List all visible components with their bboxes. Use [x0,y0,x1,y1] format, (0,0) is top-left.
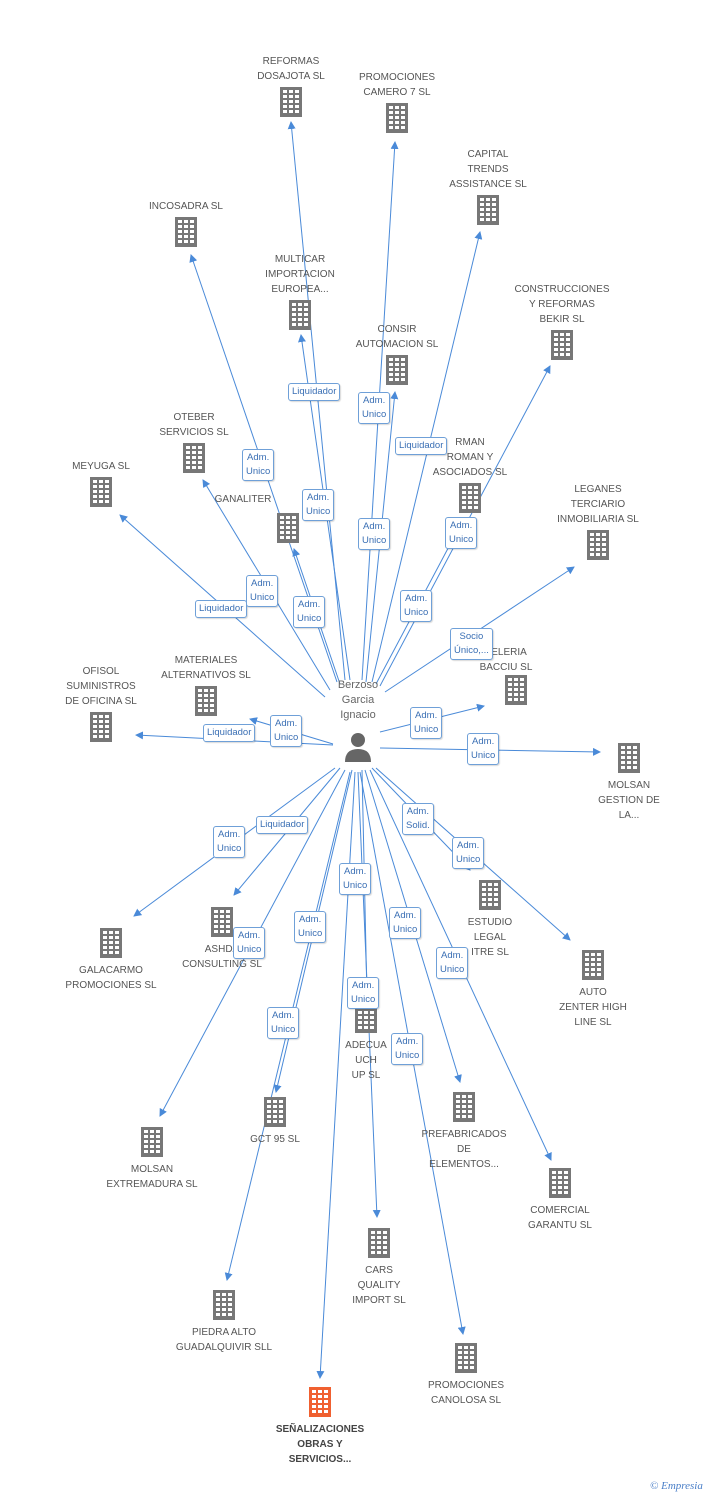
company-label-cars[interactable]: CARS QUALITY IMPORT SL [352,1265,406,1306]
relation-badge-piedra[interactable]: Adm. Unico [267,1007,300,1039]
company-label-meyuga[interactable]: MEYUGA SL [72,461,130,472]
company-label-multicar[interactable]: MULTICAR IMPORTACION EUROPEA... [265,254,335,295]
building-icon-ofisol[interactable] [90,712,112,742]
building-icon-capital[interactable] [477,195,499,225]
building-icon-reformas[interactable] [280,87,302,117]
building-icon-molsan_ext[interactable] [141,1127,163,1157]
building-icon-meyuga[interactable] [90,477,112,507]
relation-badge-estudio[interactable]: Adm. Solid. [402,803,434,835]
company-label-molsan_ext[interactable]: MOLSAN EXTREMADURA SL [106,1164,198,1190]
relation-badge-oteber[interactable]: Adm. Unico [242,449,275,481]
building-icon-promo_canolosa[interactable] [455,1343,477,1373]
edge-capital [371,231,483,683]
building-icon-construcciones[interactable] [551,330,573,360]
building-icon-estudio[interactable] [479,880,501,910]
relation-badge-ashda[interactable]: Liquidador [256,816,309,834]
building-icon-leganes[interactable] [587,530,609,560]
building-icon-oteber[interactable] [183,443,205,473]
company-label-leganes[interactable]: LEGANES TERCIARIO INMOBILIARIA SL [557,484,639,525]
company-label-estudio[interactable]: ESTUDIO LEGAL ITRE SL [467,917,513,958]
company-label-prefabricados[interactable]: PREFABRICADOS DE ELEMENTOS... [421,1129,507,1170]
relation-badge-rman[interactable]: Adm. Unico [400,590,433,622]
company-label-construcciones[interactable]: CONSTRUCCIONES Y REFORMAS BEKIR SL [514,284,610,325]
company-label-ganaliter[interactable]: GANALITER [214,494,272,505]
person-icon[interactable] [345,733,371,762]
copyright-symbol: © [650,1480,659,1492]
building-icon-incosadra[interactable] [175,217,197,247]
building-icon-molsan_gestion[interactable] [618,743,640,773]
company-label-materiales[interactable]: MATERIALES ALTERNATIVOS SL [161,655,251,681]
company-label-promo_canolosa[interactable]: PROMOCIONES CANOLOSA SL [427,1380,505,1406]
edge-reformas [287,121,346,681]
company-label-rman[interactable]: RMAN ROMAN Y ASOCIADOS SL [432,437,508,478]
company-label-ofisol[interactable]: OFISOL SUMINISTROS DE OFICINA SL [65,666,137,707]
relation-badge-comercial[interactable]: Adm. Unico [436,947,469,979]
relation-badge-capital[interactable]: Liquidador [395,437,448,455]
relation-badge-cars[interactable]: Adm. Unico [347,977,380,1009]
company-label-capital[interactable]: CAPITAL TRENDS ASSISTANCE SL [449,149,527,190]
building-icon-cars[interactable] [368,1228,390,1258]
company-label-adecua[interactable]: ADECUA UCH UP SL [345,1040,387,1081]
company-label-piedra[interactable]: PIEDRA ALTO GUADALQUIVIR SLL [175,1327,273,1353]
building-icon-multicar[interactable] [289,300,311,330]
building-icon-ganaliter[interactable] [277,513,299,543]
building-icon-galacarmo[interactable] [100,928,122,958]
company-label-ashda[interactable]: ASHDA CONSULTING SL [182,944,262,970]
building-icon-senalizaciones[interactable] [309,1387,331,1417]
company-label-teleria[interactable]: TELERIA BACCIU SL [479,647,533,673]
company-label-oteber[interactable]: OTEBER SERVICIOS SL [159,412,229,438]
relation-badge-teleria[interactable]: Adm. Unico [410,707,443,739]
building-icon-materiales[interactable] [195,686,217,716]
relation-badge-ganaliter[interactable]: Adm. Unico [293,596,326,628]
company-label-gct[interactable]: GCT 95 SL [250,1134,300,1145]
building-icon-ashda[interactable] [211,907,233,937]
company-label-senalizaciones[interactable]: SEÑALIZACIONES OBRAS Y SERVICIOS... [275,1424,365,1465]
building-icon-prefabricados[interactable] [453,1092,475,1122]
building-icon-auto[interactable] [582,950,604,980]
building-icon-comercial[interactable] [549,1168,571,1198]
footer-brand: © Empresia [650,1480,703,1492]
relation-badge-galacarmo[interactable]: Adm. Unico [213,826,246,858]
relation-badge-promo7[interactable]: Adm. Unico [358,518,391,550]
relation-badge-consir[interactable]: Adm. Unico [358,392,391,424]
building-icon-piedra[interactable] [213,1290,235,1320]
relation-badge-auto[interactable]: Adm. Unico [452,837,485,869]
building-icon-teleria[interactable] [505,675,527,705]
building-icon-gct[interactable] [264,1097,286,1127]
company-label-comercial[interactable]: COMERCIAL GARANTU SL [528,1205,592,1231]
relation-badge-leganes[interactable]: Socio Único,... [450,628,493,660]
company-label-promo7[interactable]: PROMOCIONES CAMERO 7 SL [358,72,436,98]
company-label-incosadra[interactable]: INCOSADRA SL [149,201,223,212]
relation-badge-molsan_gestion[interactable]: Adm. Unico [467,733,500,765]
relation-badge-adecua[interactable]: Adm. Unico [339,863,372,895]
building-icon-rman[interactable] [459,483,481,513]
brand-name: Empresia [661,1480,703,1492]
relation-badge-ganaliter[interactable]: Adm. Unico [246,575,279,607]
company-label-reformas[interactable]: REFORMAS DOSAJOTA SL [257,56,325,82]
building-icon-promo7[interactable] [386,103,408,133]
relation-badge-materiales[interactable]: Adm. Unico [270,715,303,747]
building-icon-consir[interactable] [386,355,408,385]
relation-badge-meyuga[interactable]: Liquidador [195,600,248,618]
company-label-auto[interactable]: AUTO ZENTER HIGH LINE SL [559,987,627,1028]
company-label-molsan_gestion[interactable]: MOLSAN GESTION DE LA... [598,780,660,821]
relation-badge-rman[interactable]: Adm. Unico [445,517,478,549]
relation-badge-gct[interactable]: Adm. Unico [294,911,327,943]
relation-badge-promo_canolosa[interactable]: Adm. Unico [391,1033,424,1065]
relation-badge-molsan_ext[interactable]: Adm. Unico [233,927,266,959]
person-name[interactable]: Berzoso Garcia Ignacio [337,679,379,721]
company-label-galacarmo[interactable]: GALACARMO PROMOCIONES SL [65,965,157,991]
relation-badge-multicar[interactable]: Liquidador [288,383,341,401]
company-label-consir[interactable]: CONSIR AUTOMACION SL [355,324,439,350]
relation-badge-ganaliter[interactable]: Adm. Unico [302,489,335,521]
relation-badge-prefabricados[interactable]: Adm. Unico [389,907,422,939]
relation-badge-ofisol[interactable]: Liquidador [203,724,256,742]
